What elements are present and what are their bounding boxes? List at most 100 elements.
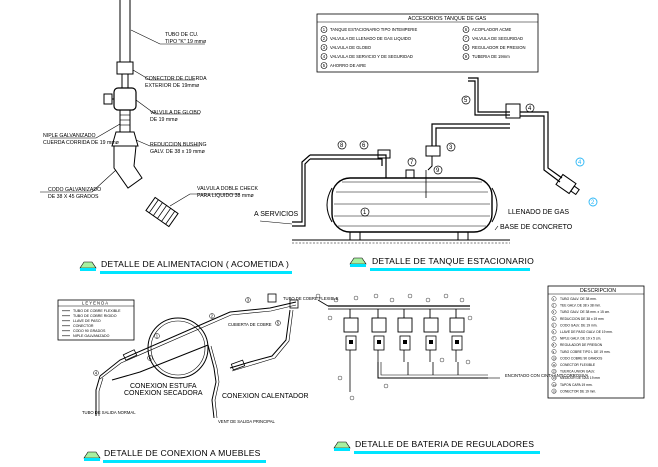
dryer-connection-label: CONEXION SECADORA xyxy=(124,390,203,397)
description-number: 2 xyxy=(553,304,555,308)
galvanized-nipple xyxy=(119,109,131,133)
tank-title-underline xyxy=(370,268,530,271)
tank-legend-item: 7 VALVULA DE SEGURIDAD xyxy=(462,35,523,42)
feed-title-underline xyxy=(100,271,292,274)
description-text: REDUCCION DE 38 x 19 mm xyxy=(560,317,604,321)
callout-bubble xyxy=(337,375,343,381)
description-number: 13 xyxy=(553,376,557,380)
callout-bubble xyxy=(459,297,465,303)
furniture-legend-title: L E Y E N D A xyxy=(82,301,108,306)
bushing-spec-label: GALV. DE 38 x 19 mmø xyxy=(150,149,206,155)
tank-detail-title-text: DETALLE DE TANQUE ESTACIONARIO xyxy=(372,256,534,266)
double-check-valve xyxy=(145,196,179,228)
regulators-title-underline xyxy=(354,451,540,454)
tank-legend-text: TUBERIA DE 19mm xyxy=(472,54,510,59)
description-text: TUBO GALV. DE 38 mm. x 15 cm. xyxy=(560,310,610,314)
tank-legend-text: ACOPLADOR ACME xyxy=(472,27,512,32)
svg-text:1: 1 xyxy=(156,334,159,339)
drain-right-label: VENT DE SALIDA PRINCIPAL xyxy=(218,419,276,424)
svg-text:1: 1 xyxy=(363,210,367,216)
tank-legend-text: VALVULA DE SEGURIDAD xyxy=(472,36,523,41)
svg-text:2: 2 xyxy=(211,314,214,319)
description-text: TAPON CAPA 19 mm. xyxy=(560,383,593,387)
description-number: 14 xyxy=(553,383,557,387)
elbow-label: CODO GALVANIZADO xyxy=(48,187,101,193)
tank-legend-text: VALVULA DE SERVICIO Y DE SEGURIDAD xyxy=(330,54,413,59)
description-number: 4 xyxy=(553,317,555,321)
flex-tube-label: TUBO DE COBRE FLEXIBLE xyxy=(283,296,339,301)
furniture-detail-title-text: DETALLE DE CONEXION A MUEBLES xyxy=(104,448,261,458)
tank-legend-text: VALVULA DE LLENADO DE GAS LIQUIDO xyxy=(330,36,412,41)
regulator-unit xyxy=(449,309,465,362)
description-text: REGULADOR DE PRESION xyxy=(560,343,603,347)
tank-detail-drawing: 5 4 3 8 6 7 9 1 4 2 A SERVICIOS LLENADO … xyxy=(254,77,598,244)
callout-bubble xyxy=(443,293,449,299)
nipple-label: NIPLE GALVANIZADO xyxy=(43,133,96,139)
svg-text:6: 6 xyxy=(362,143,366,149)
stationary-tank xyxy=(331,177,493,233)
furniture-legend: L E Y E N D A TUBO DE COBRE FLEXIBLETUBO… xyxy=(57,299,135,341)
callout-bubble xyxy=(349,395,355,401)
callout-bubble xyxy=(327,315,333,321)
description-number: 12 xyxy=(553,370,557,374)
regulators-detail-title-text: DETALLE DE BATERIA DE REGULADORES xyxy=(355,439,534,449)
tank-legend-number: 7 xyxy=(465,36,468,41)
feed-detail-drawing: TUBO DE CU. TIPO "K" 19 mmø CONECTOR DE … xyxy=(40,0,258,228)
title-marker-base-icon xyxy=(334,448,350,451)
description-text: CONECTOR FLEXIBLE xyxy=(560,363,596,367)
callout-bubble xyxy=(373,293,379,299)
svg-text:9: 9 xyxy=(436,168,440,174)
description-number: 3 xyxy=(553,310,555,314)
callout-bubble xyxy=(465,359,471,365)
tank-legend-number: 1 xyxy=(323,27,326,32)
connector-spec-label: EXTERIOR DE 19mmø xyxy=(145,83,200,89)
description-text: MEDIDOR DE GAS 19 mm xyxy=(560,376,600,380)
furniture-legend-text: CONECTOR xyxy=(73,324,94,328)
furniture-legend-text: NIPLE GALVANIZADO xyxy=(73,334,110,338)
globe-valve-handle xyxy=(103,93,113,105)
tank-legend-number: 3 xyxy=(323,45,326,50)
base-label: BASE DE CONCRETO xyxy=(500,224,573,231)
title-marker-icon xyxy=(349,257,367,265)
callout-bubble xyxy=(439,357,445,363)
connector-label: CONECTOR DE CUERDA xyxy=(145,76,207,82)
connector xyxy=(116,61,134,75)
title-marker-icon xyxy=(333,441,351,449)
tank-legend-item: 6 ACOPLADOR ACME xyxy=(462,26,512,33)
check-valve-label: VALVULA DOBLE CHECK xyxy=(197,186,258,192)
regulator-4 xyxy=(505,103,521,119)
bushing-label: REDUCCION BUSHING xyxy=(150,142,207,148)
furniture-legend-item: TUBO DE COBRE FLEXIBLE xyxy=(62,309,121,313)
tape-label: ENCINTADO CON CINTA ANTICORROSIVA xyxy=(505,373,588,378)
tank-legend-item: 3 VALVULA DE GLOBO xyxy=(320,44,372,51)
furniture-detail-title: DETALLE DE CONEXION A MUEBLES xyxy=(83,448,266,463)
svg-text:3: 3 xyxy=(247,298,250,303)
description-number: 15 xyxy=(553,389,557,393)
tank-legend-number: 6 xyxy=(465,27,468,32)
tank-legend-text: REGULADOR DE PRESION xyxy=(472,45,526,50)
description-number: 9 xyxy=(553,350,555,354)
nipple-spec-label: CUERDA CORRIDA DE 19 mmø xyxy=(43,140,120,146)
tank-legend-text: VALVULA DE GLOBO xyxy=(330,45,372,50)
sheath-label: CUBIERTA DE COBRE xyxy=(228,322,272,327)
tank-detail-title: DETALLE DE TANQUE ESTACIONARIO xyxy=(349,256,534,271)
furniture-legend-text: LLAVE DE PASO xyxy=(73,319,101,323)
svg-text:7: 7 xyxy=(410,160,414,166)
description-number: 6 xyxy=(553,330,555,334)
callout-bubble xyxy=(333,297,339,303)
description-item: 3 TUBO GALV. DE 38 mm. x 15 cm. xyxy=(551,309,610,315)
tank-legend-text: AHORRO DE AIRE xyxy=(330,63,366,68)
